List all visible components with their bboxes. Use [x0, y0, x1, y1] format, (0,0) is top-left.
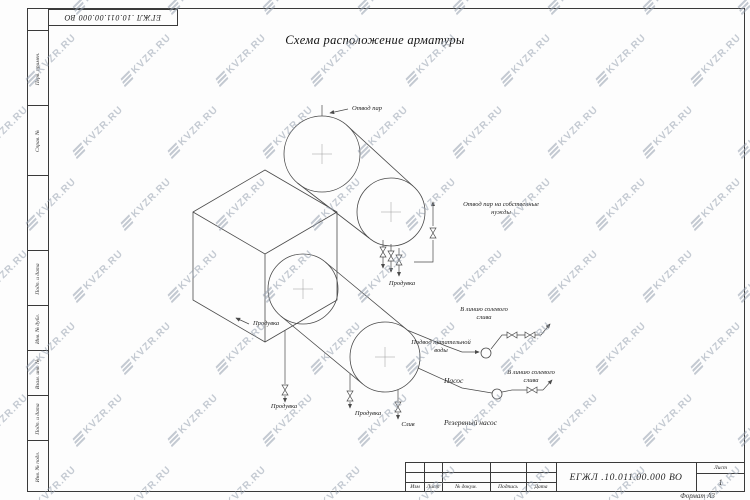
- label-drain: Слив: [401, 421, 415, 428]
- titleblock-col-data: Дата: [534, 484, 548, 490]
- titleblock-line: [526, 463, 527, 492]
- label-blowdown-right: Продувка: [388, 280, 416, 287]
- label-feed-water: Подвод питательной воды: [411, 339, 471, 355]
- side-cell-inv-dubl: Инв. № дубл.: [28, 305, 48, 351]
- side-cell-label: Подп. и дата: [35, 402, 41, 435]
- side-cell-label: Перв. примен.: [35, 52, 41, 85]
- titleblock-col-list: Лист: [426, 484, 440, 490]
- drawing-title: Схема расположение арматуры: [285, 33, 465, 47]
- sheet-number: 1: [718, 478, 723, 487]
- titleblock-line: [696, 463, 697, 492]
- label-steam-own-needs: Отвод пар на собственные нужды: [463, 201, 539, 217]
- top-stamp-code: ЕГЖЛ .10.011.00.000 ВО: [64, 13, 162, 22]
- titleblock-line: [442, 463, 443, 492]
- side-cell-label: Инв. № дубл.: [35, 313, 41, 344]
- titleblock-line: [424, 463, 425, 492]
- side-cell-label: Инв. № подл.: [35, 451, 41, 482]
- format-label: Формат А3: [680, 492, 715, 500]
- side-cell-label: Подп. и дата: [35, 262, 41, 295]
- side-cell-label: Взам. инв. №: [35, 358, 41, 389]
- label-blowdown-bottom-1: Продувка: [270, 403, 298, 410]
- side-cell-inv-podl: Инв. № подл.: [28, 440, 48, 492]
- label-blowdown-left: Продувка: [253, 320, 280, 327]
- side-cell-sprav: Справ. №: [28, 105, 48, 176]
- side-cell-podp-data-1: Подп. и дата: [28, 250, 48, 306]
- piping: [235, 105, 553, 419]
- titleblock-line: [406, 472, 556, 473]
- titleblock-line: [556, 463, 557, 492]
- side-cell-label: Справ. №: [35, 129, 41, 153]
- label-salt-drain-2: В линию солевого слива: [507, 369, 555, 385]
- pumps: [480, 347, 503, 400]
- titleblock-col-izm: Изм: [410, 484, 420, 490]
- sheet-label: Лист: [714, 465, 727, 471]
- valves: [281, 227, 538, 413]
- frame-left-column-line: [48, 8, 49, 491]
- label-salt-drain-1: В линию солевого слива: [460, 306, 508, 322]
- titleblock-line: [406, 482, 556, 483]
- label-blowdown-bottom-2: Продувка: [354, 410, 382, 417]
- side-cell-podp-data-2: Подп. и дата: [28, 395, 48, 441]
- titleblock-line: [696, 473, 745, 474]
- side-cell-perv-primen: Перв. примен.: [28, 30, 48, 106]
- doc-number: ЕГЖЛ .10.011.00.000 ВО: [569, 472, 683, 483]
- titleblock-col-podpis: Подпись: [498, 484, 518, 490]
- side-cell-vzam-inv: Взам. инв. №: [28, 350, 48, 396]
- center-marks: [293, 144, 401, 367]
- top-stamp: ЕГЖЛ .10.011.00.000 ВО: [48, 9, 178, 26]
- label-pump: Насос: [444, 376, 464, 385]
- title-block: Изм Лист № докум. Подпись Дата ЕГЖЛ .10.…: [405, 462, 745, 492]
- titleblock-line: [490, 463, 491, 492]
- titleblock-col-docum: № докум.: [455, 484, 477, 490]
- label-reserve-pump: Резервный насос: [444, 418, 497, 427]
- side-cell-divider: [28, 175, 48, 176]
- label-steam-outlet: Отвод пар: [352, 105, 382, 112]
